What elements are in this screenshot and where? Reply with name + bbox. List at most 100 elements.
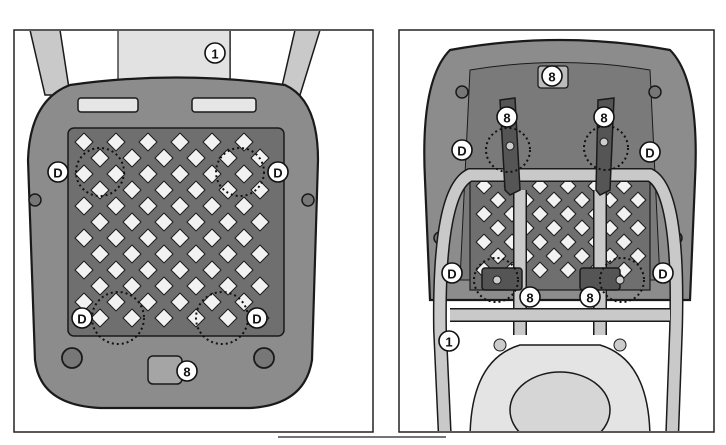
callout-label: D — [457, 144, 466, 159]
grid-hole — [90, 276, 110, 296]
grid-hole — [170, 228, 190, 248]
grid-hole — [106, 228, 126, 248]
grid-hole — [170, 164, 190, 184]
grid-hole — [531, 205, 549, 223]
grid-hole — [138, 292, 158, 312]
grid-hole — [234, 260, 254, 280]
grid-hole — [74, 164, 94, 184]
grid-hole — [202, 196, 222, 216]
grid-hole — [90, 308, 110, 328]
grid-hole — [489, 191, 507, 209]
callout-label: D — [77, 312, 86, 327]
grid-hole — [186, 276, 206, 296]
callout-circle — [47, 161, 69, 183]
grid-hole — [170, 196, 190, 216]
callout-right-panel-d-top-left: D — [451, 139, 473, 161]
grid-hole — [218, 276, 238, 296]
grid-hole — [202, 260, 222, 280]
callout-circle — [441, 262, 463, 284]
callout-label: 8 — [526, 291, 533, 306]
grid-hole — [90, 212, 110, 232]
callout-left-panel-d-top-right: D — [267, 161, 289, 183]
grid-hole — [122, 180, 142, 200]
callout-circle — [71, 307, 93, 329]
grid-hole — [90, 180, 110, 200]
grid-hole — [74, 260, 94, 280]
grid-hole — [154, 180, 174, 200]
grid-hole — [489, 247, 507, 265]
callout-right-panel-d-top-right: D — [639, 141, 661, 163]
grid-hole — [186, 212, 206, 232]
grid-hole — [170, 260, 190, 280]
grid-hole — [559, 205, 577, 223]
callout-right-panel-bracket-right-bottom: 8 — [579, 286, 601, 308]
callout-label: 1 — [211, 47, 218, 62]
callout-label: D — [252, 312, 261, 327]
grid-hole — [138, 228, 158, 248]
callout-right-panel-d-bottom-left: D — [441, 262, 463, 284]
grid-hole — [122, 244, 142, 264]
grid-hole — [250, 276, 270, 296]
grid-hole — [154, 308, 174, 328]
grid-hole — [234, 164, 254, 184]
grid-hole — [122, 212, 142, 232]
grid-hole — [218, 244, 238, 264]
callout-circle — [652, 262, 674, 284]
callout-label: 8 — [586, 291, 593, 306]
grid-hole — [202, 292, 222, 312]
callout-label: 1 — [445, 335, 452, 350]
callout-left-panel-d-bottom-right: D — [246, 307, 268, 329]
callout-circle — [496, 106, 518, 128]
callout-label: 8 — [600, 111, 607, 126]
grid-hole — [154, 244, 174, 264]
grid-hole — [106, 260, 126, 280]
grid-hole — [186, 148, 206, 168]
callout-circle — [639, 141, 661, 163]
callout-left-panel-rail: 1 — [204, 42, 226, 64]
grid-hole — [615, 177, 633, 195]
callout-label: 8 — [503, 111, 510, 126]
callout-right-panel-bracket-left-top: 8 — [496, 106, 518, 128]
handle-slot — [191, 97, 257, 113]
grid-hole — [234, 292, 254, 312]
grid-hole — [74, 132, 94, 152]
callout-label: D — [645, 146, 654, 161]
callout-label: 8 — [548, 70, 555, 85]
grid-hole — [138, 260, 158, 280]
grid-hole — [250, 180, 270, 200]
grid-hole — [154, 148, 174, 168]
right-panel — [398, 29, 715, 433]
grid-hole — [559, 261, 577, 279]
grid-hole — [629, 219, 647, 237]
callout-right-panel-d-bottom-right: D — [652, 262, 674, 284]
grid-hole — [138, 164, 158, 184]
callout-right-panel-lock: 8 — [541, 65, 563, 87]
grid-hole — [475, 205, 493, 223]
callout-circle — [176, 360, 198, 382]
grid-hole — [234, 132, 254, 152]
callout-circle — [204, 42, 226, 64]
grid-hole — [573, 219, 591, 237]
grid-hole — [559, 233, 577, 251]
grid-hole — [615, 205, 633, 223]
grid-hole — [106, 292, 126, 312]
grid-hole — [202, 164, 222, 184]
grid-hole — [218, 308, 238, 328]
grid-hole — [90, 148, 110, 168]
callout-label: 8 — [183, 365, 190, 380]
left-panel — [13, 29, 374, 433]
grid-hole — [74, 196, 94, 216]
callout-circle — [593, 106, 615, 128]
grid-hole — [559, 177, 577, 195]
grid-hole — [106, 164, 126, 184]
grid-hole — [138, 132, 158, 152]
handle-slot — [77, 97, 139, 113]
grid-hole — [545, 247, 563, 265]
callout-circle — [246, 307, 268, 329]
grid-hole — [122, 148, 142, 168]
grid-hole — [170, 292, 190, 312]
callout-left-panel-d-top-left: D — [47, 161, 69, 183]
grid-hole — [234, 196, 254, 216]
grid-hole — [250, 244, 270, 264]
